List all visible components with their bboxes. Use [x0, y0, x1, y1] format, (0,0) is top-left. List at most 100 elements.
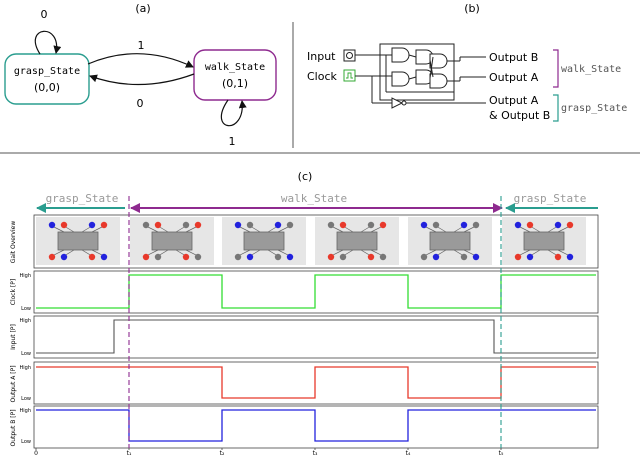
foot-marker [339, 221, 347, 229]
input-waveform [36, 319, 596, 354]
foot-marker [194, 253, 202, 261]
clock-wave-icon [346, 72, 353, 79]
span-label-walk: walk_State [281, 192, 347, 205]
foot-marker [432, 221, 440, 229]
input-terminal-icon [343, 49, 356, 62]
time-tick-label: t₁ [127, 450, 132, 455]
panel-a-label: (a) [135, 2, 150, 15]
walk-bracket-label: walk_State [561, 64, 621, 75]
foot-marker [379, 221, 387, 229]
foot-marker [48, 221, 56, 229]
transition-to-walk [87, 53, 194, 68]
circuit-input-label: Input [307, 50, 336, 63]
clock-high-label: High [20, 273, 32, 279]
foot-marker [182, 253, 190, 261]
foot-marker [472, 253, 480, 261]
circuit-output-b: Output B [489, 51, 538, 64]
foot-marker [234, 253, 242, 261]
time-tick-label: t₃ [313, 450, 318, 455]
output-a-high-label: High [20, 365, 32, 371]
foot-marker [88, 221, 96, 229]
input-high-label: High [20, 318, 32, 324]
foot-marker [286, 221, 294, 229]
grasp-self-loop-label: 0 [41, 8, 48, 21]
input-plot-frame [33, 315, 599, 359]
robot-body [429, 231, 471, 251]
robot-body [523, 231, 565, 251]
grasp-state-value: (0,0) [34, 81, 60, 94]
grasp-bracket-label: grasp_State [561, 103, 627, 114]
grasp-bracket [553, 94, 559, 122]
foot-marker [514, 221, 522, 229]
clock-low-label: Low [21, 306, 31, 312]
foot-marker [327, 221, 335, 229]
foot-marker [154, 221, 162, 229]
foot-marker [367, 253, 375, 261]
foot-marker [554, 221, 562, 229]
walk-state-value: (0,1) [222, 77, 248, 90]
time-tick-label: t₂ [220, 450, 225, 455]
foot-marker [460, 253, 468, 261]
circuit-output-ab-line1: Output A [489, 94, 539, 107]
row-label-output-b: Output B [P] [10, 409, 17, 446]
transition-to-walk-label: 1 [138, 39, 145, 52]
gait-tile [315, 217, 399, 265]
clock-plot-frame [33, 270, 599, 314]
walk-state-node [193, 49, 277, 101]
gait-tile [36, 217, 120, 265]
foot-marker [566, 253, 574, 261]
foot-marker [274, 253, 282, 261]
foot-marker [60, 253, 68, 261]
panel-c-label: (c) [298, 170, 313, 183]
walk-self-loop [220, 99, 247, 127]
input-terminal-dot [346, 52, 353, 59]
circuit-output-ab-line2: & Output B [489, 109, 550, 122]
foot-marker [142, 221, 150, 229]
foot-marker [367, 221, 375, 229]
foot-marker [246, 253, 254, 261]
foot-marker [327, 253, 335, 261]
foot-marker [246, 221, 254, 229]
output-a-low-label: Low [21, 396, 31, 402]
panel-b-label: (b) [464, 2, 480, 15]
foot-marker [48, 253, 56, 261]
foot-marker [379, 253, 387, 261]
time-tick-label: t₅ [499, 450, 504, 455]
output-b-low-label: Low [21, 439, 31, 445]
logic-circuit [355, 43, 486, 109]
foot-marker [514, 253, 522, 261]
walk-state-name: walk_State [205, 62, 265, 73]
robot-body [243, 231, 285, 251]
gait-tile [222, 217, 306, 265]
foot-marker [286, 253, 294, 261]
foot-marker [234, 221, 242, 229]
row-label-clock: Clock [P] [10, 279, 17, 306]
walk-bracket [553, 49, 559, 88]
circuit-clock-label: Clock [307, 70, 338, 83]
output-b-high-label: High [20, 408, 32, 414]
row-label-output-a: Output A [P] [10, 365, 17, 402]
output-a-plot-frame [33, 361, 599, 405]
foot-marker [154, 253, 162, 261]
time-tick-label: 0 [34, 450, 38, 455]
foot-marker [88, 253, 96, 261]
transition-to-grasp [89, 73, 195, 86]
foot-marker [472, 221, 480, 229]
foot-marker [460, 221, 468, 229]
robot-body [336, 231, 378, 251]
foot-marker [182, 221, 190, 229]
output-b-waveform [36, 409, 596, 442]
foot-marker [194, 221, 202, 229]
foot-marker [566, 221, 574, 229]
foot-marker [100, 253, 108, 261]
row-label-gait: Gait Overview [10, 221, 17, 264]
foot-marker [100, 221, 108, 229]
gait-tile [502, 217, 586, 265]
foot-marker [554, 253, 562, 261]
foot-marker [274, 221, 282, 229]
grasp-self-loop [34, 30, 62, 55]
output-b-plot-frame [33, 405, 599, 449]
grasp-state-name: grasp_State [14, 66, 80, 77]
transition-to-grasp-label: 0 [137, 97, 144, 110]
